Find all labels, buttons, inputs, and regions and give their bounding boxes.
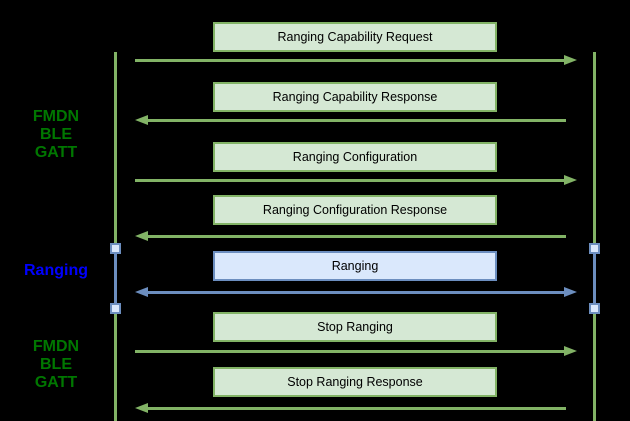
lifeline-right	[593, 52, 596, 421]
arrow-ranging-bidirectional	[135, 287, 577, 298]
message-label: Ranging Configuration	[292, 150, 418, 164]
ranging-endpoint-left-bottom	[110, 303, 121, 314]
ranging-segment-left	[114, 248, 117, 308]
label-line: GATT	[34, 144, 78, 161]
arrow-shaft	[146, 119, 566, 122]
label-line: FMDN	[32, 338, 80, 355]
arrow-shaft	[135, 179, 566, 182]
label-line: GATT	[34, 374, 78, 391]
ranging-endpoint-right-top	[589, 243, 600, 254]
lifeline-left	[114, 52, 117, 421]
arrowhead-left-icon	[135, 231, 148, 241]
message-box-ranging-capability-response: Ranging Capability Response	[213, 82, 497, 112]
message-label: Stop Ranging Response	[287, 375, 423, 389]
arrowhead-left-icon	[135, 287, 148, 297]
message-label: Ranging Capability Request	[277, 30, 433, 44]
arrow-ranging-capability-request	[135, 55, 577, 66]
label-line: BLE	[40, 126, 72, 143]
arrowhead-right-icon	[564, 175, 577, 185]
arrow-ranging-configuration	[135, 175, 577, 186]
label-line: FMDN	[32, 108, 80, 125]
arrow-shaft	[146, 291, 566, 294]
arrow-shaft	[146, 407, 566, 410]
label-fmdn-ble-gatt-bottom: FMDN BLE GATT	[16, 338, 96, 392]
arrow-stop-ranging	[135, 346, 577, 357]
arrow-shaft	[135, 59, 566, 62]
arrow-shaft	[146, 235, 566, 238]
ranging-segment-right	[593, 248, 596, 308]
message-label: Ranging Capability Response	[272, 90, 438, 104]
ranging-endpoint-left-top	[110, 243, 121, 254]
message-label: Stop Ranging	[317, 320, 393, 334]
arrowhead-right-icon	[564, 287, 577, 297]
label-ranging-phase: Ranging	[24, 262, 88, 279]
ranging-endpoint-right-bottom	[589, 303, 600, 314]
message-box-ranging-capability-request: Ranging Capability Request	[213, 22, 497, 52]
label-line: BLE	[40, 356, 72, 373]
message-label: Ranging Configuration Response	[262, 203, 448, 217]
message-box-stop-ranging: Stop Ranging	[213, 312, 497, 342]
message-box-ranging-configuration-response: Ranging Configuration Response	[213, 195, 497, 225]
message-box-ranging-configuration: Ranging Configuration	[213, 142, 497, 172]
arrow-ranging-capability-response	[135, 115, 566, 126]
arrow-stop-ranging-response	[135, 403, 566, 414]
arrow-shaft	[135, 350, 566, 353]
arrow-ranging-configuration-response	[135, 231, 566, 242]
label-fmdn-ble-gatt-top: FMDN BLE GATT	[16, 108, 96, 162]
arrowhead-left-icon	[135, 403, 148, 413]
arrowhead-right-icon	[564, 346, 577, 356]
arrowhead-left-icon	[135, 115, 148, 125]
message-box-stop-ranging-response: Stop Ranging Response	[213, 367, 497, 397]
message-label: Ranging	[331, 259, 379, 273]
message-box-ranging: Ranging	[213, 251, 497, 281]
arrowhead-right-icon	[564, 55, 577, 65]
